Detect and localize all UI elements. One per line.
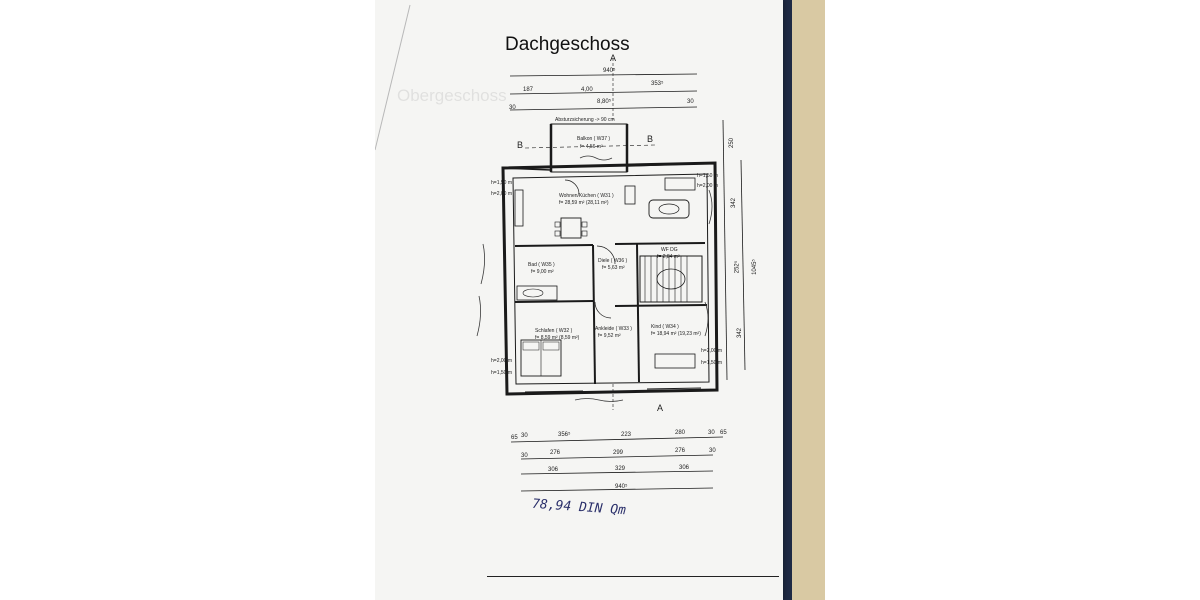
bottom-r3-1: 306 [548, 467, 559, 473]
height-note-left-200: h=2,00 m [491, 191, 512, 197]
section-b-right: B [647, 134, 654, 144]
bottom-r2-4: 276 [675, 448, 686, 454]
bottom-r1-1: 65 [511, 435, 518, 441]
floor-plan-drawing [375, 4, 746, 492]
height-note-lower-200: h=2,00 m [491, 358, 512, 364]
room-ankleide-area: f= 9,52 m² [598, 333, 621, 339]
top-dim-5: 8,80⁵ [597, 99, 612, 105]
fall-protection-note: Absturzsicherung -> 90 cm [555, 117, 615, 123]
section-b-left: B [517, 140, 524, 150]
room-bad-name: Bad ( W35 ) [528, 262, 555, 268]
bottom-r3-2: 329 [615, 466, 626, 472]
bottom-r1-2: 30 [521, 433, 528, 439]
bottom-r2-5: 30 [709, 448, 716, 454]
document-photo: Obergeschoss Dachgeschoss 940⁵ 187 4,00 … [375, 0, 825, 600]
room-schlafen-name: Schlafen ( W32 ) [535, 328, 573, 334]
top-overall-dim: 940⁵ [603, 68, 616, 74]
bottom-r1-4: 223 [621, 432, 632, 438]
top-dim-4: 30 [509, 105, 516, 111]
page-title: Dachgeschoss [505, 34, 630, 55]
bottom-r1-3: 356⁵ [558, 432, 571, 438]
height-note-left-150: h=1,50 m [491, 180, 512, 186]
bottom-rule [487, 576, 779, 577]
bottom-r3-3: 306 [679, 465, 690, 471]
room-wf-name: WF DG [661, 247, 678, 253]
room-kind-name: Kind ( W34 ) [651, 324, 679, 330]
room-kind-area: f= 18,94 m² (19,23 m²) [651, 331, 701, 337]
top-dim-2: 4,00 [581, 87, 593, 93]
room-wohnen-name: Wohnen/Küchen ( W31 ) [559, 193, 614, 199]
height-note-lower-right-200: h=2,00 m [701, 348, 722, 354]
room-balkon-area: f= 4,56 m² [580, 144, 603, 150]
room-ankleide-name: Ankleide ( W33 ) [595, 326, 632, 332]
folder-binder-edge [780, 0, 792, 600]
top-dim-3: 353⁵ [651, 81, 664, 87]
bottom-r1-5: 280 [675, 430, 686, 436]
height-note-lower-right-150: h=1,50 m [701, 360, 722, 366]
room-schlafen-area: f= 8,59 m² (8,59 m²) [535, 335, 580, 341]
room-diele-area: f= 5,63 m² [602, 265, 625, 271]
bottom-r2-1: 30 [521, 453, 528, 459]
bottom-r2-2: 276 [550, 450, 561, 456]
bottom-r1-7: 65 [720, 430, 727, 436]
height-note-lower-150: h=1,50 m [491, 370, 512, 376]
bottom-overall: 940⁵ [615, 484, 628, 490]
top-dim-6: 30 [687, 99, 694, 105]
bottom-r2-3: 299 [613, 450, 624, 456]
room-wohnen-area: f= 28,59 m² (28,11 m²) [559, 200, 609, 206]
room-balkon-name: Balkon ( W37 ) [577, 136, 611, 142]
floor-plan-sheet: Obergeschoss Dachgeschoss 940⁵ 187 4,00 … [375, 0, 783, 600]
room-bad-area: f= 9,00 m² [531, 269, 554, 275]
section-a-bottom: A [657, 403, 664, 413]
show-through-title: Obergeschoss [397, 86, 507, 105]
room-wf-area: f= 2,84 m² [657, 254, 680, 260]
bottom-r1-6: 30 [708, 430, 715, 436]
room-diele-name: Diele ( W36 ) [598, 258, 628, 264]
top-dim-1: 187 [523, 87, 534, 93]
